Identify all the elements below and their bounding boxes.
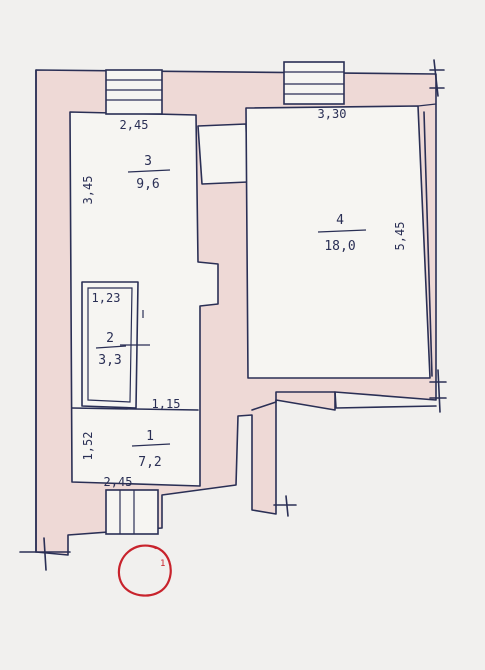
break-mark-top-right	[429, 59, 445, 97]
room-3-number: 3	[144, 154, 152, 169]
dim-room-1-height: 1,52	[81, 432, 95, 461]
room-1-area-value: 7,2	[138, 455, 161, 470]
dim-room-2-depth: 1,15	[152, 397, 181, 411]
room-1-number: 1	[146, 429, 154, 444]
break-mark-mid-right	[429, 369, 447, 413]
dim-room-2-width: 1,23	[92, 291, 121, 305]
window-room-1	[105, 489, 159, 535]
room-4-area	[245, 105, 431, 379]
stamp-mark: 1	[160, 559, 165, 569]
partition-wall	[71, 407, 199, 411]
window-room-3	[105, 69, 163, 115]
room-4-window-line	[423, 111, 433, 377]
room-2-label-rule	[95, 345, 127, 349]
break-mark-bottom-mid	[273, 495, 297, 517]
stamp-circle: 1	[117, 544, 172, 597]
room-4-area-value: 18,0	[324, 239, 355, 254]
room-3-area-value: 9,6	[136, 177, 159, 192]
room-2-inner-line	[87, 287, 133, 403]
lower-closet-outline	[251, 391, 437, 411]
corridor	[197, 123, 249, 185]
room-2-area	[81, 281, 139, 409]
break-mark-bottom-left	[19, 537, 71, 571]
dim-room-3-height: 3,45	[81, 176, 95, 205]
room-4-number: 4	[336, 213, 344, 228]
dim-room-1-width: 2,45	[104, 475, 133, 489]
room-3-label-rule	[127, 169, 171, 173]
dim-room-4-height: 5,45	[393, 222, 407, 251]
room-4-label-rule	[317, 229, 367, 233]
room-1-label-rule	[131, 443, 171, 447]
window-room-4	[283, 61, 345, 105]
room-4-wall-edge	[417, 103, 437, 107]
room-2-area-value: 3,3	[98, 353, 121, 368]
dim-room-3-width: 2,45	[120, 118, 149, 132]
dim-room-4-width: 3,30	[318, 107, 347, 121]
room-2-number: 2	[106, 331, 114, 346]
